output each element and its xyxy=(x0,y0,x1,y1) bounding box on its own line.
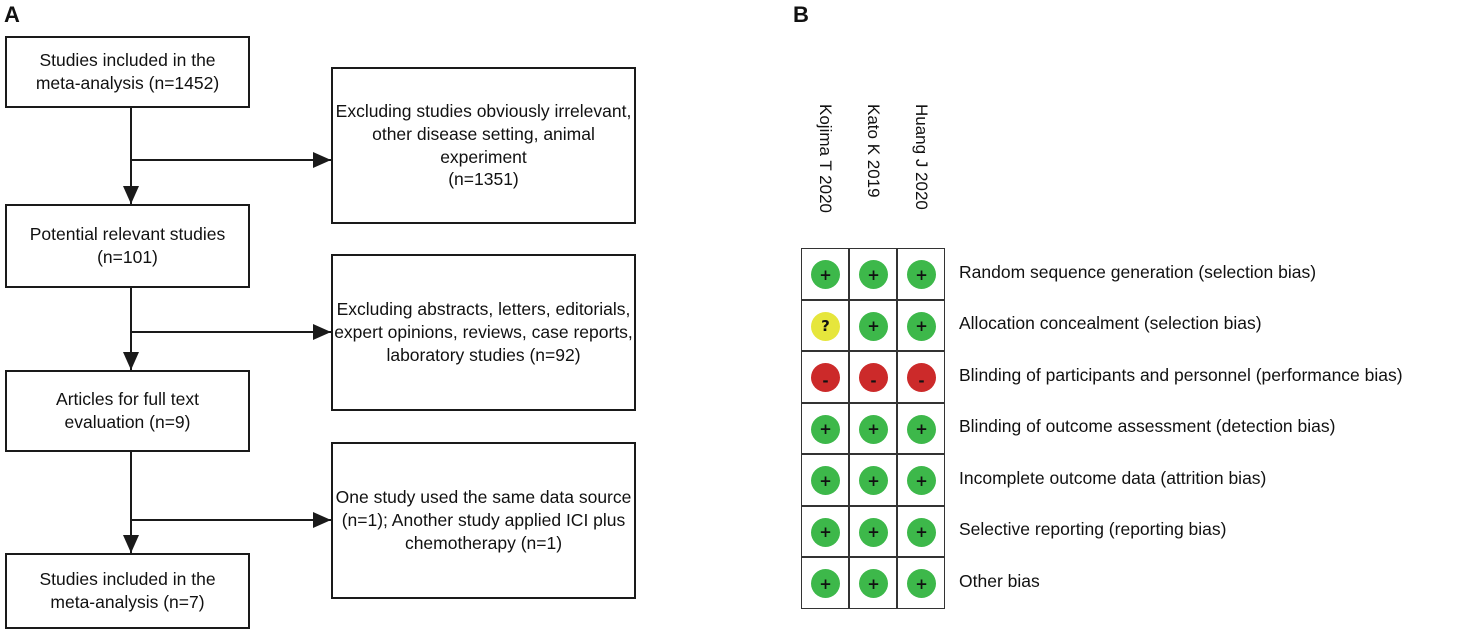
risk-low-icon: + xyxy=(907,466,936,496)
risk-low-icon: + xyxy=(859,517,888,547)
study-label: Kojima T 2020 xyxy=(816,104,835,213)
panel-b-label: B xyxy=(793,2,809,27)
risk-low-icon: + xyxy=(907,260,936,290)
risk-cell: - xyxy=(897,351,945,403)
flow-box-exclude-1: Excluding studies obviously irrelevant, … xyxy=(331,67,636,224)
risk-low-icon: + xyxy=(907,517,936,547)
risk-low-icon: + xyxy=(859,569,888,599)
flow-box-text: Excluding abstracts, letters, editorials… xyxy=(334,299,633,365)
risk-low-icon: + xyxy=(811,414,840,444)
risk-low-icon: + xyxy=(811,466,840,496)
risk-low-icon: + xyxy=(907,311,936,341)
risk-cell: + xyxy=(897,557,945,609)
risk-cell: + xyxy=(801,248,849,300)
bias-domain-label: Blinding of participants and personnel (… xyxy=(959,364,1403,385)
bias-domain-label: Blinding of outcome assessment (detectio… xyxy=(959,416,1336,437)
risk-low-icon: + xyxy=(859,260,888,290)
risk-cell: + xyxy=(849,557,897,609)
risk-unclear-icon: ? xyxy=(811,311,840,341)
risk-cell: + xyxy=(849,299,897,351)
risk-cell: + xyxy=(897,402,945,454)
risk-cell: + xyxy=(849,248,897,300)
risk-high-icon: - xyxy=(811,363,840,393)
risk-cell: + xyxy=(849,402,897,454)
risk-low-icon: + xyxy=(811,569,840,599)
risk-low-icon: + xyxy=(907,569,936,599)
risk-cell: + xyxy=(849,505,897,557)
study-label: Kato K 2019 xyxy=(864,104,883,198)
bias-domain-label: Selective reporting (reporting bias) xyxy=(959,519,1227,540)
flow-box-text: One study used the same data source (n=1… xyxy=(335,487,632,553)
flow-box-text: Studies included in the meta-analysis (n… xyxy=(35,50,220,93)
risk-low-icon: + xyxy=(859,311,888,341)
bias-domain-label: Incomplete outcome data (attrition bias) xyxy=(959,467,1267,488)
flow-box-exclude-3: One study used the same data source (n=1… xyxy=(331,442,636,599)
risk-low-icon: + xyxy=(811,517,840,547)
flow-box-included-final: Studies included in the meta-analysis (n… xyxy=(5,553,250,629)
flow-box-text: Excluding studies obviously irrelevant, … xyxy=(335,101,632,190)
panel-a-label: A xyxy=(4,2,20,27)
risk-cell: + xyxy=(801,454,849,506)
risk-low-icon: + xyxy=(811,260,840,290)
risk-cell: + xyxy=(849,454,897,506)
risk-cell: + xyxy=(801,505,849,557)
flow-box-text: Potential relevant studies (n=101) xyxy=(29,224,226,267)
risk-low-icon: + xyxy=(859,466,888,496)
risk-cell: + xyxy=(897,299,945,351)
bias-domain-label: Other bias xyxy=(959,570,1040,591)
flow-box-included-initial: Studies included in the meta-analysis (n… xyxy=(5,36,250,108)
flow-box-exclude-2: Excluding abstracts, letters, editorials… xyxy=(331,254,636,411)
risk-low-icon: + xyxy=(907,414,936,444)
risk-cell: + xyxy=(801,557,849,609)
risk-high-icon: - xyxy=(859,363,888,393)
risk-low-icon: + xyxy=(859,414,888,444)
risk-cell: ? xyxy=(801,299,849,351)
bias-domain-label: Random sequence generation (selection bi… xyxy=(959,261,1317,282)
risk-high-icon: - xyxy=(907,363,936,393)
risk-cell: + xyxy=(801,402,849,454)
flow-box-potential: Potential relevant studies (n=101) xyxy=(5,204,250,288)
risk-cell: + xyxy=(897,454,945,506)
flow-box-text: Studies included in the meta-analysis (n… xyxy=(39,569,216,612)
risk-cell: - xyxy=(801,351,849,403)
risk-cell: - xyxy=(849,351,897,403)
flow-box-fulltext: Articles for full text evaluation (n=9) xyxy=(5,370,250,452)
risk-cell: + xyxy=(897,248,945,300)
study-label: Huang J 2020 xyxy=(912,104,931,210)
flow-box-text: Articles for full text evaluation (n=9) xyxy=(56,389,199,432)
bias-domain-label: Allocation concealment (selection bias) xyxy=(959,313,1262,334)
risk-cell: + xyxy=(897,505,945,557)
